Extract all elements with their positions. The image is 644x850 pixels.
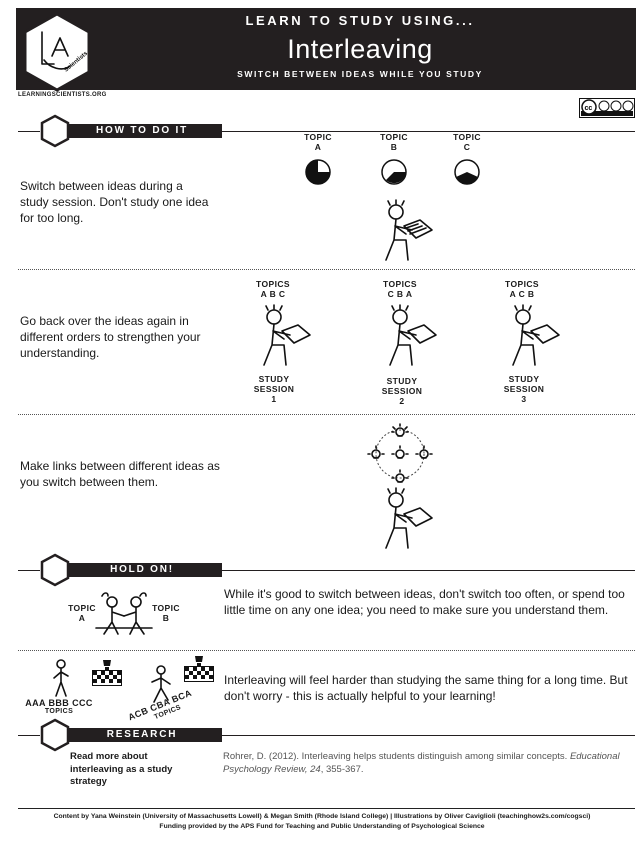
student-reading-icon: [385, 199, 433, 261]
page-title: Interleaving: [287, 34, 433, 64]
dizzy-runner-icon: [151, 665, 171, 703]
student-session-2-icon: [389, 304, 437, 366]
footer-funding: Funding provided by the APS Fund for Tea…: [159, 823, 485, 830]
hold-banner: [62, 563, 222, 577]
how-banner: [62, 124, 222, 138]
step3-text: Make links between different ideas as yo…: [20, 459, 220, 489]
trophy-icon-1: [103, 660, 111, 670]
hold-rule: [222, 570, 635, 571]
step-divider-1: [18, 269, 635, 270]
step1-text: Switch between ideas during a study sess…: [20, 179, 209, 225]
finish-flag-icon-1: [92, 670, 122, 686]
running-student-icon: [53, 659, 69, 697]
student-session-1-icon: [263, 304, 311, 366]
research-rule: [222, 735, 635, 736]
hold-text-2: Interleaving will feel harder than study…: [224, 673, 628, 703]
hold-divider: [18, 650, 635, 651]
how-rule-left: [18, 131, 40, 132]
dizzy-students-icon: [95, 592, 153, 635]
reference-citation[interactable]: Rohrer, D. (2012). Interleaving helps st…: [223, 751, 620, 775]
footer-credits: Content by Yana Weinstein (University of…: [53, 813, 591, 820]
hold-banner-label: HOLD ON!: [110, 564, 174, 575]
research-banner: [62, 728, 222, 742]
student-session-3-icon: [512, 304, 560, 366]
header-kicker: LEARN TO STUDY USING...: [245, 13, 475, 28]
footer-rule: [18, 808, 635, 809]
hold-rule-left: [18, 570, 40, 571]
how-hexagon-icon: [40, 114, 70, 148]
blocked-order: AAA BBB CCC: [25, 698, 93, 708]
site-url[interactable]: LEARNINGSCIENTISTS.ORG: [18, 92, 107, 98]
hold-text-1: While it's good to switch between ideas,…: [224, 587, 625, 617]
step2-text: Go back over the ideas again in differen…: [20, 314, 201, 360]
research-rule-left: [18, 735, 40, 736]
step-divider-2: [18, 414, 635, 415]
finish-flag-icon-2: [184, 666, 214, 682]
lightbulb-network-icon: [367, 423, 433, 483]
logo-hexagon-icon: Scientists: [23, 12, 91, 92]
pie-c-icon: [454, 159, 480, 185]
research-hexagon-icon: [40, 718, 70, 752]
header-subtitle: SWITCH BETWEEN IDEAS WHILE YOU STUDY: [237, 69, 483, 79]
pie-b-icon: [381, 159, 407, 185]
student-linking-icon: [385, 487, 433, 549]
blocked-topics-word: TOPICS: [44, 708, 74, 715]
hold-hexagon-icon: [40, 553, 70, 587]
how-banner-label: HOW TO DO IT: [96, 125, 188, 136]
read-more-text: Read more about interleaving as a study …: [70, 751, 173, 787]
pie-a-icon: [305, 159, 331, 185]
how-rule: [222, 131, 635, 132]
research-banner-label: RESEARCH: [106, 729, 178, 740]
cc-license-badge-icon[interactable]: cc: [579, 98, 635, 118]
header-banner: [16, 8, 636, 90]
trophy-icon-2: [195, 656, 203, 666]
svg-text:cc: cc: [585, 105, 593, 112]
